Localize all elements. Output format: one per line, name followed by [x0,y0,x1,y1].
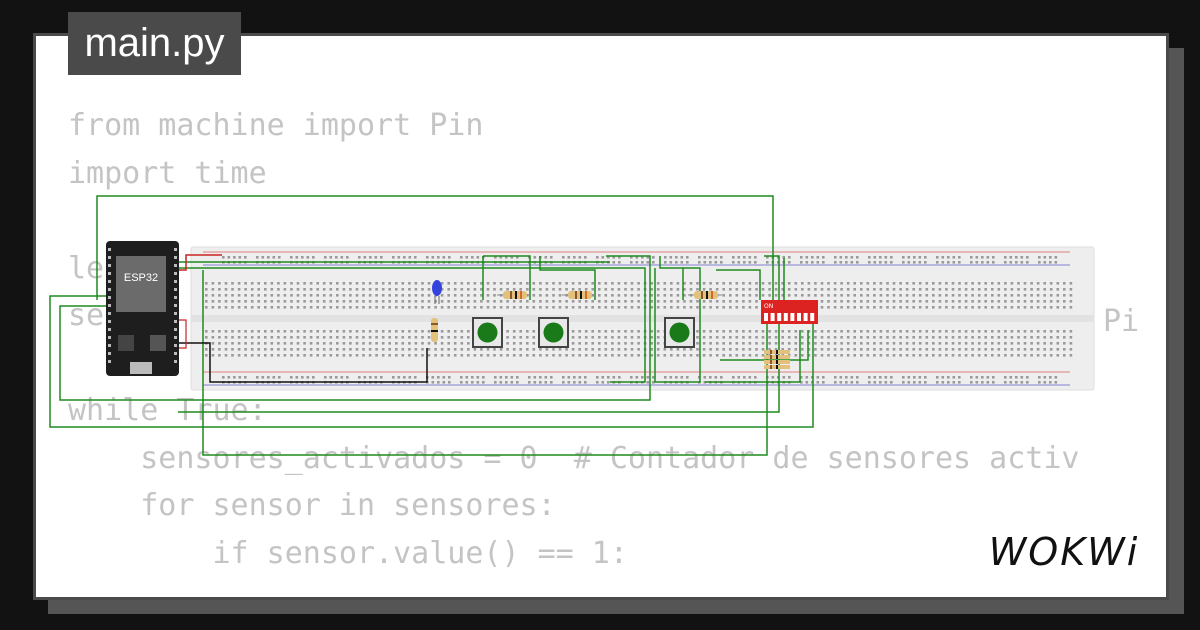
code-line: sensores_activados = 0 # Contador de sen… [68,440,1080,476]
code-editor: from machine import Pin import time le se wh… [68,102,1080,597]
code-line: se [68,298,105,333]
breadboard-holes [205,256,1073,384]
power-wires [178,254,428,383]
led[interactable] [432,280,442,304]
push-button[interactable] [664,317,695,348]
esp32-board[interactable]: ESP32 [106,241,179,376]
esp32-label: ESP32 [124,272,158,284]
dip-switch-keys [764,313,815,321]
wires [49,195,814,456]
code-line: from machine import Pin [68,108,484,143]
code-fragment-right: Pi [1103,304,1140,339]
breadboard [190,246,1095,391]
code-line: le [68,250,105,286]
dip-label: ON [764,303,773,310]
dip-switch[interactable]: ON [761,300,818,324]
code-line: while True: [68,393,267,428]
esp32-pins [108,248,177,363]
resistor-array[interactable] [764,350,790,369]
brand-text: WOKWi [989,530,1140,574]
push-button[interactable] [472,317,503,348]
file-tab[interactable]: main.py [68,12,241,75]
code-line: if sensor.value() == 1: [68,535,628,571]
resistor[interactable] [431,318,438,342]
resistor[interactable] [497,291,531,299]
code-line: import time [68,155,267,191]
resistor[interactable] [688,291,722,299]
wokwi-logo: WOKWi [989,530,1140,574]
resistor[interactable] [562,291,596,299]
code-line: for sensor in sensores: [68,488,556,523]
push-button[interactable] [538,317,569,348]
